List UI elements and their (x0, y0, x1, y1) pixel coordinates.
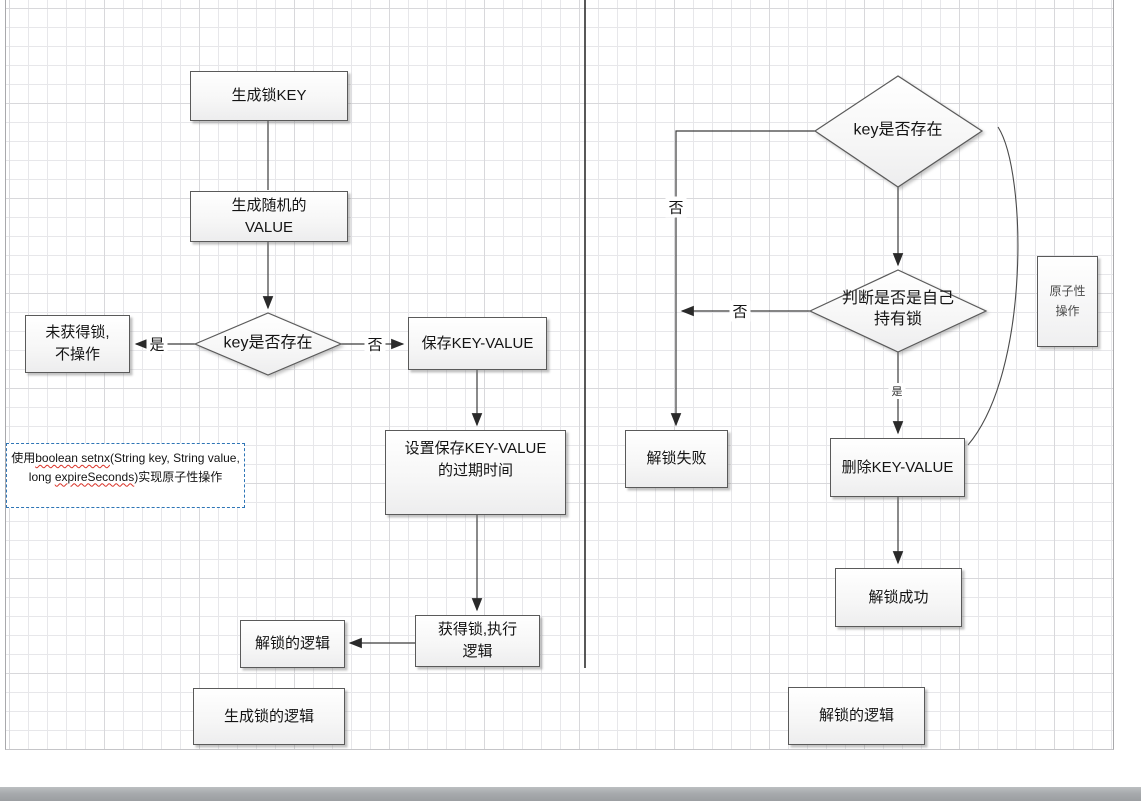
edge-label-yes: 是 (146, 333, 168, 355)
right-flow-connectors (670, 126, 1019, 565)
note-text: )实现原子性操作 (134, 469, 223, 484)
edge-label-yes: 是 (888, 383, 906, 399)
horizontal-scrollbar[interactable] (0, 787, 1141, 801)
note-text-spellcheck: boolean setnx (35, 451, 110, 465)
node-set-expire-time[interactable]: 设置保存KEY-VALUE 的过期时间 (385, 430, 566, 515)
note-text: 使用 (11, 451, 36, 465)
edge-label-no: 否 (729, 300, 751, 322)
node-acquire-lock-execute[interactable]: 获得锁,执行 逻辑 (415, 615, 540, 667)
left-flow-connectors (134, 121, 483, 649)
node-unlock-success[interactable]: 解锁成功 (835, 568, 962, 627)
node-save-key-value[interactable]: 保存KEY-VALUE (408, 317, 547, 370)
node-delete-key-value[interactable]: 删除KEY-VALUE (830, 438, 965, 497)
note-text-spellcheck: expireSeconds (54, 469, 135, 484)
node-generate-value[interactable]: 生成随机的 VALUE (190, 191, 348, 242)
decision-key-exists-right-label: key是否存在 (853, 121, 943, 139)
node-unlock-logic-ref[interactable]: 解锁的逻辑 (240, 620, 345, 668)
decision-key-exists-left-label: key是否存在 (223, 334, 313, 352)
section-label-lock-logic[interactable]: 生成锁的逻辑 (193, 688, 345, 745)
section-label-unlock-logic[interactable]: 解锁的逻辑 (788, 687, 925, 745)
decision-holds-lock-label: 判断是否是自己 持有锁 (841, 290, 954, 328)
node-lock-not-acquired[interactable]: 未获得锁, 不操作 (25, 315, 130, 373)
decision-key-exists-right[interactable] (813, 75, 984, 188)
decision-holds-lock[interactable] (808, 269, 988, 353)
node-generate-key[interactable]: 生成锁KEY (190, 71, 348, 121)
setnx-annotation-note[interactable]: 使用boolean setnx(String key, String value… (6, 443, 245, 508)
decision-key-exists-left[interactable] (193, 312, 343, 376)
edge-label-no: 否 (665, 196, 687, 218)
note-text: (String key, String value, long (28, 451, 240, 484)
atomic-operation-note[interactable]: 原子性 操作 (1037, 256, 1098, 347)
node-unlock-failed[interactable]: 解锁失败 (625, 430, 728, 488)
edge-label-no: 否 (364, 333, 386, 355)
atomic-scope-brace (967, 126, 1019, 446)
